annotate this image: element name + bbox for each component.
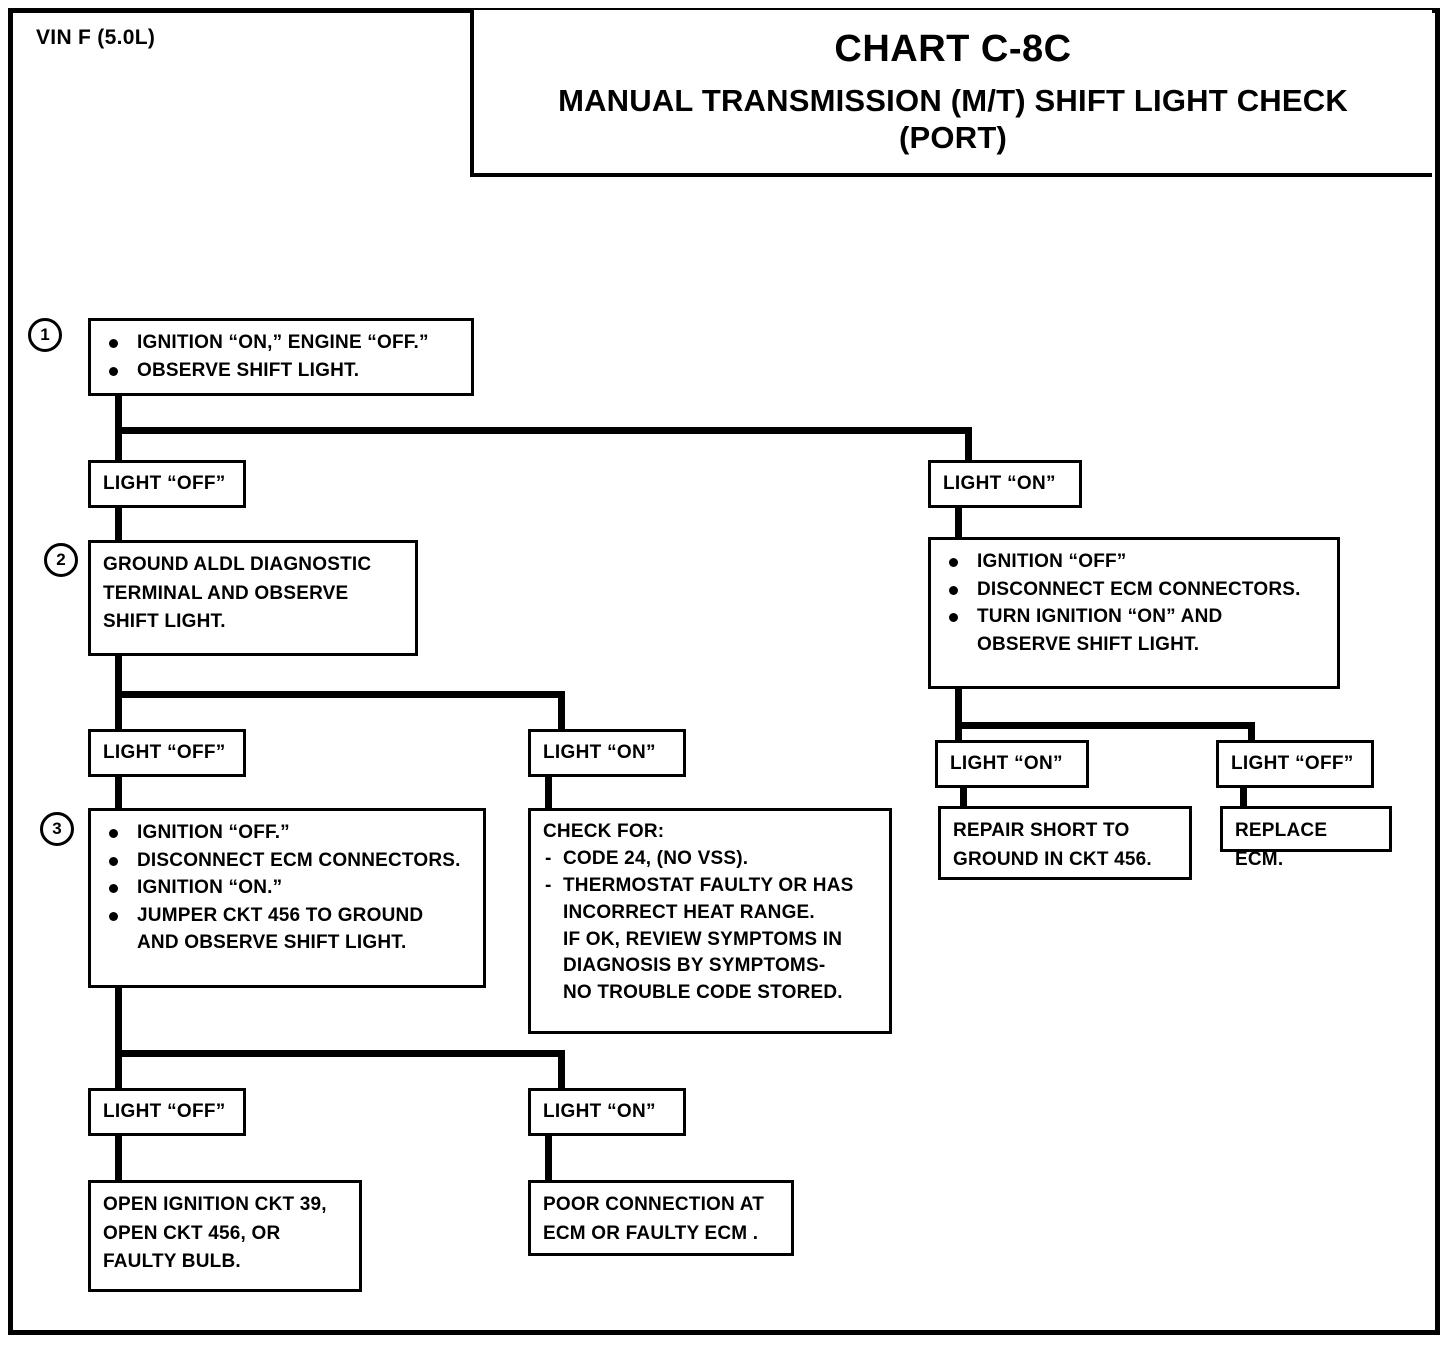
ignition-off-disconnect-list: IGNITION “OFF” DISCONNECT ECM CONNECTORS… xyxy=(943,548,1325,658)
connector-ecm-box-down xyxy=(955,687,962,727)
connector-branch2-bus xyxy=(115,691,565,698)
page-title: CHART C-8C xyxy=(834,28,1072,70)
connector-light-off-2-to-step3 xyxy=(115,775,122,810)
list-item-line-1: TURN IGNITION “ON” AND xyxy=(977,606,1223,628)
step-number-1: 1 xyxy=(28,318,62,352)
result-poor-connection-box: POOR CONNECTION AT ECM OR FAULTY ECM . xyxy=(528,1180,794,1256)
chart-subtitle-line-1: MANUAL TRANSMISSION (M/T) SHIFT LIGHT CH… xyxy=(558,83,1348,118)
connector-light-on-4-to-result xyxy=(545,1134,552,1182)
chart-title-block: CHART C-8C MANUAL TRANSMISSION (M/T) SHI… xyxy=(470,10,1432,177)
branch-label-light-off-1: LIGHT “OFF” xyxy=(88,460,246,508)
result-line-2: ECM OR FAULTY ECM . xyxy=(543,1222,759,1244)
list-item: CODE 24, (NO VSS). xyxy=(543,846,877,873)
check-for-heading: CHECK FOR: xyxy=(543,821,665,842)
list-item: THERMOSTAT FAULTY OR HAS INCORRECT HEAT … xyxy=(543,873,877,927)
connector-branch1-right-leg xyxy=(965,427,972,462)
step-2-box: GROUND ALDL DIAGNOSTIC TERMINAL AND OBSE… xyxy=(88,540,418,656)
step-2-line-3: SHIFT LIGHT. xyxy=(103,611,226,632)
check-for-box: CHECK FOR: CODE 24, (NO VSS). THERMOSTAT… xyxy=(528,808,892,1034)
connector-light-off-4-to-result xyxy=(115,1134,122,1182)
connector-step2-down xyxy=(115,654,122,698)
branch-label-light-on-3: LIGHT “ON” xyxy=(935,740,1089,788)
connector-step3-down xyxy=(115,986,122,1056)
connector-branch3-left-leg xyxy=(955,722,962,744)
step-number-3: 3 xyxy=(40,812,74,846)
list-item: OBSERVE SHIFT LIGHT. xyxy=(103,357,459,385)
result-line-1: REPAIR SHORT TO xyxy=(953,820,1130,841)
list-item-note: IF OK, REVIEW SYMPTOMS IN DIAGNOSIS BY S… xyxy=(543,927,877,1008)
result-replace-ecm-box: REPLACE ECM. xyxy=(1220,806,1392,870)
list-item: DISCONNECT ECM CONNECTORS. xyxy=(943,576,1325,604)
connector-branch3-right-leg xyxy=(1248,722,1255,744)
connector-light-on-2-to-check-for xyxy=(545,775,552,811)
result-line-1: REPLACE ECM. xyxy=(1235,820,1328,870)
step-number-2: 2 xyxy=(44,543,78,577)
vin-label: VIN F (5.0L) xyxy=(36,26,156,49)
list-item: DISCONNECT ECM CONNECTORS. xyxy=(103,847,471,875)
step-number-3-label: 3 xyxy=(52,819,62,838)
step-2-line-2: TERMINAL AND OBSERVE xyxy=(103,582,349,604)
result-open-ckt-box: OPEN IGNITION CKT 39, OPEN CKT 456, OR F… xyxy=(88,1180,362,1292)
connector-branch4-bus xyxy=(115,1050,565,1057)
result-line-1: OPEN IGNITION CKT 39, xyxy=(103,1194,327,1215)
connector-branch2-left-leg xyxy=(115,691,122,731)
note-line-3: NO TROUBLE CODE STORED. xyxy=(563,982,843,1004)
check-for-list: CODE 24, (NO VSS). THERMOSTAT FAULTY OR … xyxy=(543,846,877,1008)
connector-light-on-3-to-result xyxy=(960,786,967,808)
list-item: JUMPER CKT 456 TO GROUND AND OBSERVE SHI… xyxy=(103,902,471,957)
result-repair-short-box: REPAIR SHORT TO GROUND IN CKT 456. xyxy=(938,806,1192,880)
result-line-1: POOR CONNECTION AT xyxy=(543,1194,765,1215)
branch-label-light-on-1: LIGHT “ON” xyxy=(928,460,1082,508)
connector-branch1-bus xyxy=(115,427,972,434)
note-line-1: IF OK, REVIEW SYMPTOMS IN xyxy=(563,928,843,950)
connector-branch1-left-leg xyxy=(115,427,122,462)
list-item: IGNITION “ON,” ENGINE “OFF.” xyxy=(103,329,459,357)
step-1-box: IGNITION “ON,” ENGINE “OFF.” OBSERVE SHI… xyxy=(88,318,474,396)
list-item-line-2: OBSERVE SHIFT LIGHT. xyxy=(977,633,1200,655)
step-3-list: IGNITION “OFF.” DISCONNECT ECM CONNECTOR… xyxy=(103,819,471,957)
list-item-line-2: AND OBSERVE SHIFT LIGHT. xyxy=(137,932,407,954)
step-2-line-1: GROUND ALDL DIAGNOSTIC xyxy=(103,554,372,575)
connector-light-off-3-to-result xyxy=(1240,786,1247,808)
list-item: IGNITION “OFF” xyxy=(943,548,1325,576)
list-item: IGNITION “ON.” xyxy=(103,874,471,902)
branch-label-light-off-2: LIGHT “OFF” xyxy=(88,729,246,777)
note-line-2: DIAGNOSIS BY SYMPTOMS- xyxy=(563,955,826,977)
list-item: IGNITION “OFF.” xyxy=(103,819,471,847)
branch-label-light-off-3: LIGHT “OFF” xyxy=(1216,740,1374,788)
result-line-3: FAULTY BULB. xyxy=(103,1251,241,1272)
chart-subtitle-line-2: (PORT) xyxy=(899,119,1007,155)
branch-label-light-on-4: LIGHT “ON” xyxy=(528,1088,686,1136)
result-line-2: GROUND IN CKT 456. xyxy=(953,848,1152,870)
connector-branch4-left-leg xyxy=(115,1050,122,1090)
step-1-list: IGNITION “ON,” ENGINE “OFF.” OBSERVE SHI… xyxy=(103,329,459,384)
result-line-2: OPEN CKT 456, OR xyxy=(103,1222,281,1244)
chart-subtitle: MANUAL TRANSMISSION (M/T) SHIFT LIGHT CH… xyxy=(474,83,1432,156)
connector-light-on-1-to-ecm-box xyxy=(955,506,962,540)
list-item-line-1: THERMOSTAT FAULTY OR HAS xyxy=(563,874,854,896)
branch-label-light-on-2: LIGHT “ON” xyxy=(528,729,686,777)
connector-branch4-right-leg xyxy=(558,1050,565,1090)
list-item-line-1: JUMPER CKT 456 TO GROUND xyxy=(137,904,424,926)
branch-label-light-off-4: LIGHT “OFF” xyxy=(88,1088,246,1136)
step-number-2-label: 2 xyxy=(56,550,66,569)
connector-light-off-1-to-step2 xyxy=(115,506,122,544)
step-3-box: IGNITION “OFF.” DISCONNECT ECM CONNECTOR… xyxy=(88,808,486,988)
connector-step1-down xyxy=(115,394,122,434)
ignition-off-disconnect-box: IGNITION “OFF” DISCONNECT ECM CONNECTORS… xyxy=(928,537,1340,689)
list-item: TURN IGNITION “ON” AND OBSERVE SHIFT LIG… xyxy=(943,603,1325,658)
list-item-line-2: INCORRECT HEAT RANGE. xyxy=(563,901,815,923)
connector-branch2-right-leg xyxy=(558,691,565,731)
connector-branch3-bus xyxy=(955,722,1255,729)
